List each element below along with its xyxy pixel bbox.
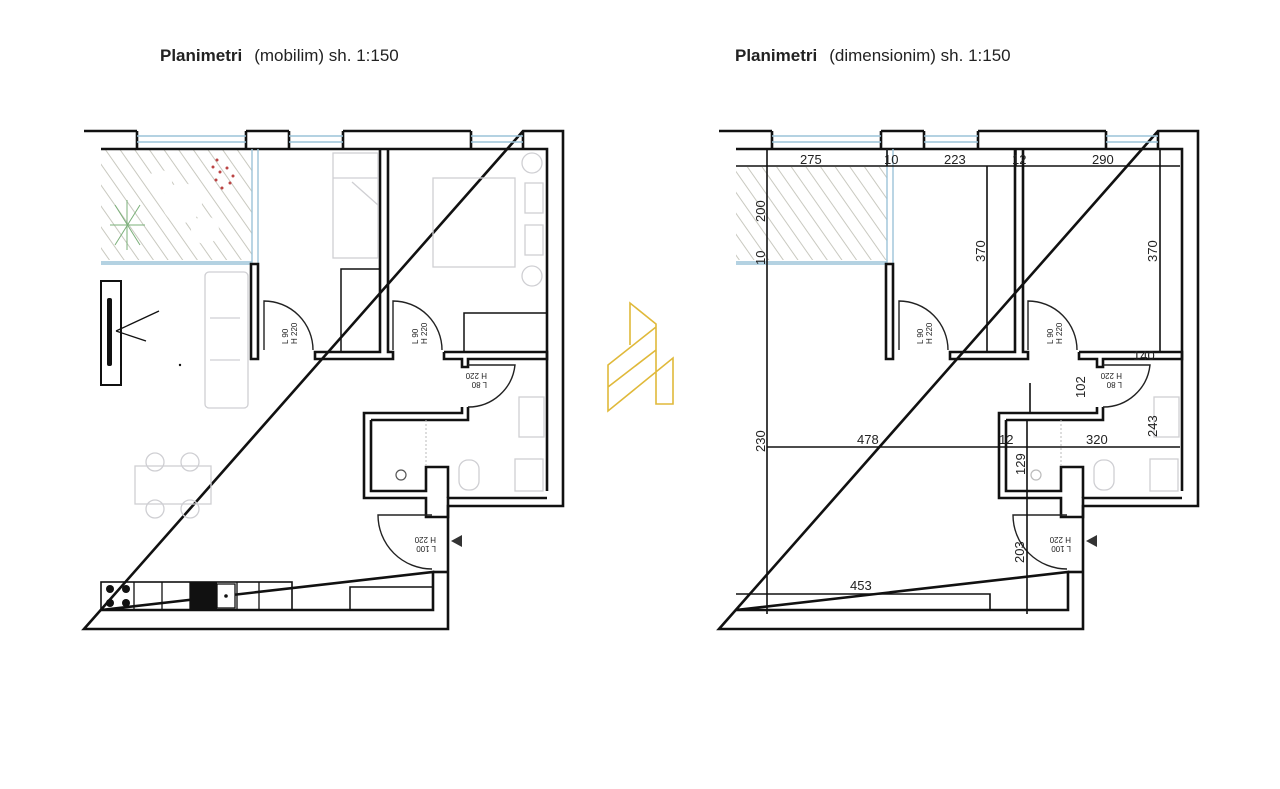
washing-machine <box>514 458 544 492</box>
sofa <box>204 271 249 409</box>
brand-logo <box>607 301 674 413</box>
svg-text:290: 290 <box>1092 152 1114 167</box>
dimension-lines <box>736 149 1180 614</box>
double-bed <box>432 177 516 268</box>
svg-text:200: 200 <box>753 200 768 222</box>
left-door-labels: L 90H 220 L 90H 220 L 80H 220 L 100H 220 <box>281 322 487 553</box>
left-doors <box>263 300 516 570</box>
svg-text:243: 243 <box>1145 415 1160 437</box>
dining-table <box>134 465 212 505</box>
svg-text:230: 230 <box>753 430 768 452</box>
shower-drain <box>395 469 407 481</box>
door-label: L 100H 220 <box>1049 535 1071 553</box>
svg-text:10: 10 <box>884 152 898 167</box>
tv <box>107 298 112 366</box>
kitchen-counter <box>100 581 293 611</box>
door-label: L 80H 220 <box>465 371 487 389</box>
door-label: L 100H 220 <box>414 535 436 553</box>
right-doors <box>898 300 1151 570</box>
right-plan-title: Planimetri(dimensionim) sh. 1:150 <box>735 46 1011 65</box>
door-label: L 90H 220 <box>411 322 429 344</box>
svg-text:370: 370 <box>973 240 988 262</box>
terrace-plants <box>110 158 235 250</box>
right-plan: Planimetri(dimensionim) sh. 1:150 275 10… <box>717 46 1200 631</box>
right-door-labels: L 90H 220 L 90H 220 L 80H 220 L 100H 220 <box>916 322 1122 553</box>
svg-text:275: 275 <box>800 152 822 167</box>
terrace-hatch <box>736 167 887 260</box>
dimension-labels: 275 10 223 12 290 200 10 230 370 370 478… <box>753 152 1160 593</box>
door-label: L 90H 220 <box>916 322 934 344</box>
left-plan: Planimetri(mobilim) sh. 1:150 <box>82 46 565 631</box>
door-label: L 80H 220 <box>1100 371 1122 389</box>
svg-text:129: 129 <box>1013 453 1028 475</box>
door-label: L 90H 220 <box>281 322 299 344</box>
svg-text:12: 12 <box>1012 152 1026 167</box>
door-label: L 90H 220 <box>1046 322 1064 344</box>
wardrobe-2 <box>463 312 548 353</box>
side-counter <box>349 586 434 611</box>
washbasin <box>518 396 545 438</box>
wardrobe-1 <box>340 268 381 353</box>
svg-text:12: 12 <box>999 432 1013 447</box>
single-bed <box>332 152 379 259</box>
svg-text:203: 203 <box>1012 541 1027 563</box>
furniture <box>100 152 548 611</box>
svg-text:223: 223 <box>944 152 966 167</box>
svg-text:10: 10 <box>753 251 768 265</box>
svg-text:102: 102 <box>1073 376 1088 398</box>
svg-text:453: 453 <box>850 578 872 593</box>
left-plan-title: Planimetri(mobilim) sh. 1:150 <box>160 46 399 65</box>
svg-text:478: 478 <box>857 432 879 447</box>
toilet <box>458 459 480 491</box>
svg-text:320: 320 <box>1086 432 1108 447</box>
svg-text:370: 370 <box>1145 240 1160 262</box>
svg-text:140: 140 <box>1133 348 1155 363</box>
